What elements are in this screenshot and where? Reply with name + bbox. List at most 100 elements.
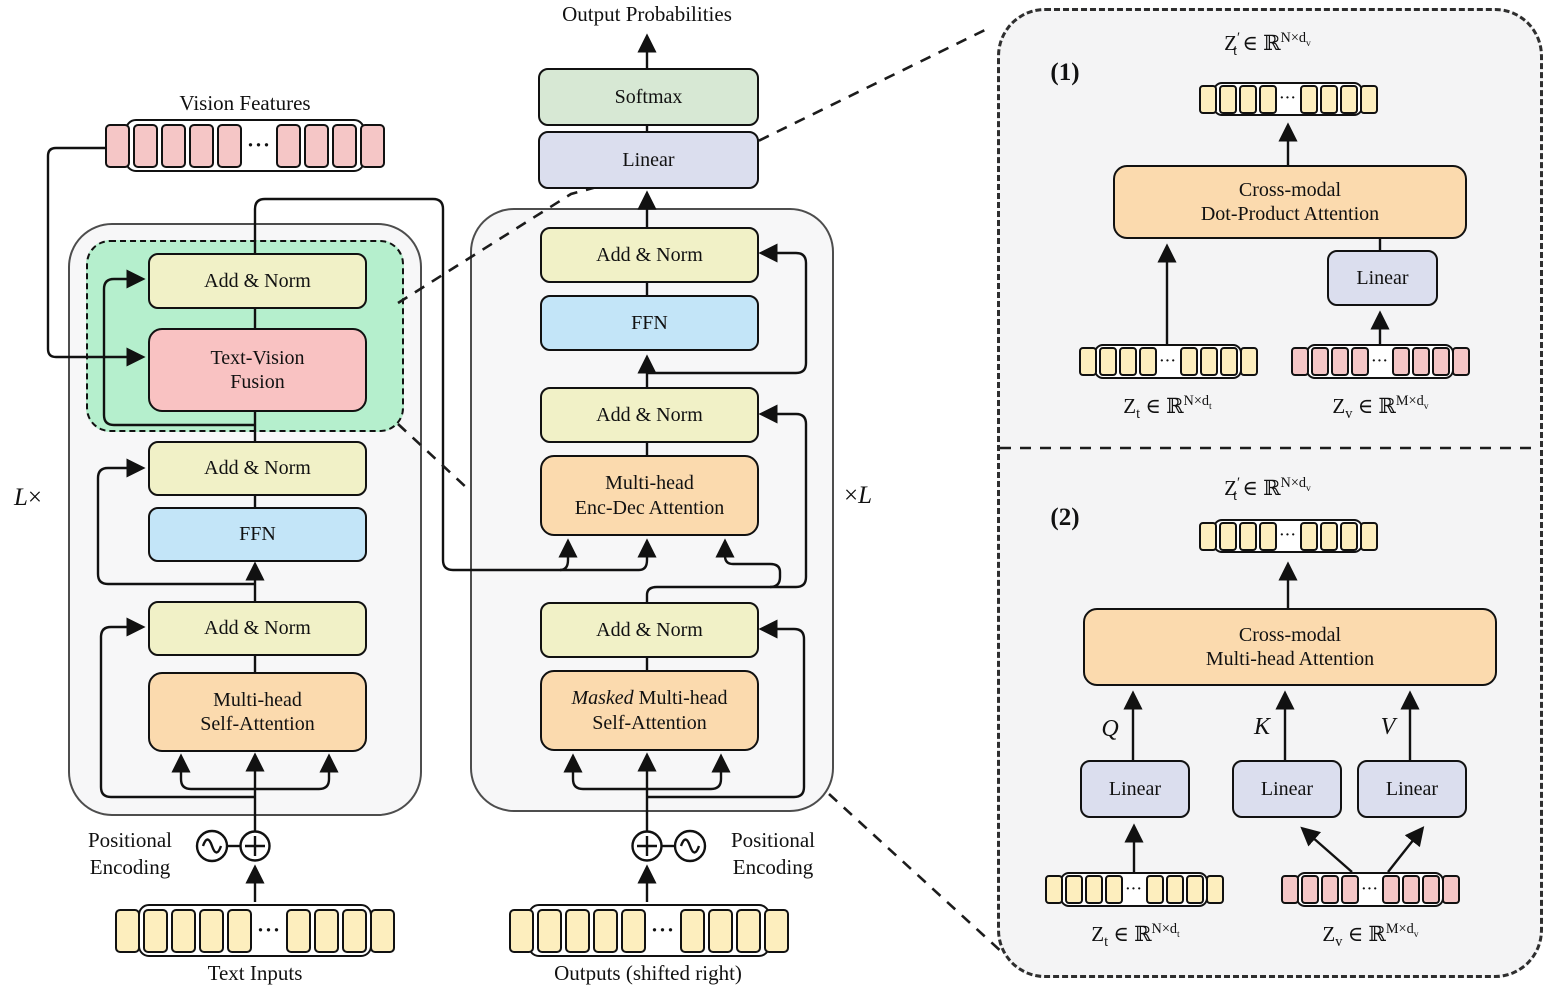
token-cell (1339, 521, 1358, 551)
token-cell (1359, 521, 1378, 551)
panel-item1-output-math: Z′t ∈ ℝN×dv (1224, 30, 1311, 60)
panel-item2-zv-tokens: ··· (1280, 872, 1460, 907)
token-cell (1198, 521, 1217, 551)
token-cell (1179, 347, 1198, 376)
token-cell (286, 908, 312, 953)
decoder-loop-label: ×L (843, 482, 872, 509)
token-cell (115, 908, 140, 953)
token-cell (1319, 84, 1338, 114)
token-cell (1064, 875, 1083, 904)
token-cell (1198, 84, 1217, 114)
output-linear-block: Linear (538, 131, 759, 189)
token-cell (1199, 347, 1218, 376)
ellipsis: ··· (1279, 528, 1297, 543)
panel-item1-linear-block: Linear (1327, 250, 1438, 306)
token-cell (217, 123, 242, 168)
token-cell (161, 123, 186, 168)
token-cell (1218, 521, 1237, 551)
panel-item2-zt-math: Zt ∈ ℝN×dt (1091, 921, 1180, 951)
token-cell (1441, 875, 1460, 904)
encoder-add-norm-mid: Add & Norm (148, 441, 367, 496)
token-cell (1411, 347, 1430, 376)
token-cell (1401, 875, 1420, 904)
token-cell (1300, 875, 1319, 904)
outputs-label: Outputs (shifted right) (554, 961, 742, 985)
query-label: Q (1101, 716, 1119, 742)
token-cell (509, 908, 534, 953)
decoder-positional-encoding-label: Positional Encoding (730, 828, 815, 880)
token-cell (593, 908, 618, 953)
panel-item2-zv-math: Zv ∈ ℝM×dv (1322, 921, 1419, 951)
token-cell (227, 908, 252, 953)
token-cell (1299, 84, 1318, 114)
token-cell (1391, 347, 1410, 376)
token-cell (1138, 347, 1157, 376)
token-cell (1185, 875, 1204, 904)
token-cell (1078, 347, 1097, 376)
token-cell (1319, 521, 1338, 551)
ellipsis: ··· (247, 133, 272, 157)
ellipsis: ··· (1361, 881, 1379, 897)
token-cell (736, 908, 762, 953)
token-cell (1451, 347, 1470, 376)
solid-connectors (46, 33, 1425, 902)
token-cell (1350, 347, 1369, 376)
token-cell (1330, 347, 1349, 376)
cross-modal-dot-product-attention-block: Cross-modal Dot-Product Attention (1113, 165, 1467, 239)
panel-item1-number: (1) (1050, 59, 1080, 86)
token-cell (342, 908, 368, 953)
ellipsis: ··· (651, 918, 676, 942)
token-cell (1258, 521, 1277, 551)
token-cell (1359, 84, 1378, 114)
token-cell (1205, 875, 1224, 904)
decoder-add-norm-mid: Add & Norm (540, 387, 759, 443)
value-label: V (1380, 714, 1396, 740)
token-cell (360, 123, 386, 168)
token-cell (189, 123, 214, 168)
token-cell (1320, 875, 1339, 904)
token-cell (537, 908, 562, 953)
output-probabilities-label: Output Probabilities (562, 2, 732, 26)
token-cell (565, 908, 590, 953)
token-cell (1239, 347, 1258, 376)
token-cell (199, 908, 224, 953)
token-cell (304, 123, 330, 168)
token-cell (708, 908, 734, 953)
text-inputs-label: Text Inputs (207, 961, 303, 985)
token-cell (1218, 84, 1237, 114)
panel-item1-zv-tokens: ··· (1290, 344, 1470, 379)
ellipsis: ··· (1159, 353, 1177, 369)
panel-item2-zt-tokens: ··· (1044, 872, 1224, 907)
token-cell (1165, 875, 1184, 904)
panel-item1-zt-math: Zt ∈ ℝN×dt (1123, 393, 1212, 423)
panel-item1-output-tokens: ··· (1198, 82, 1378, 116)
enc-dec-attention-block: Multi-head Enc-Dec Attention (540, 455, 759, 536)
token-cell (1098, 347, 1117, 376)
token-cell (1339, 84, 1358, 114)
token-cell (171, 908, 196, 953)
encoder-self-attention-block: Multi-head Self-Attention (148, 672, 367, 752)
token-cell (1219, 347, 1238, 376)
encoder-add-norm-bottom: Add & Norm (148, 601, 367, 656)
panel-item1-zt-tokens: ··· (1078, 344, 1258, 379)
token-cell (1381, 875, 1400, 904)
token-cell (1340, 875, 1359, 904)
encoder-add-norm-top: Add & Norm (148, 253, 367, 309)
panel-item2-output-tokens: ··· (1198, 519, 1378, 553)
token-cell (1118, 347, 1137, 376)
ellipsis: ··· (1371, 353, 1389, 369)
text-vision-fusion-block: Text-Vision Fusion (148, 328, 367, 412)
panel-item2-number: (2) (1050, 504, 1080, 531)
token-cell (1431, 347, 1450, 376)
encoder-loop-label: L× (13, 484, 42, 511)
token-cell (1280, 875, 1299, 904)
token-cell (143, 908, 168, 953)
token-cell (1290, 347, 1309, 376)
token-cell (332, 123, 358, 168)
dashed-zoom-connectors (397, 25, 1534, 955)
key-label: K (1253, 714, 1270, 740)
token-cell (370, 908, 396, 953)
token-cell (1421, 875, 1440, 904)
